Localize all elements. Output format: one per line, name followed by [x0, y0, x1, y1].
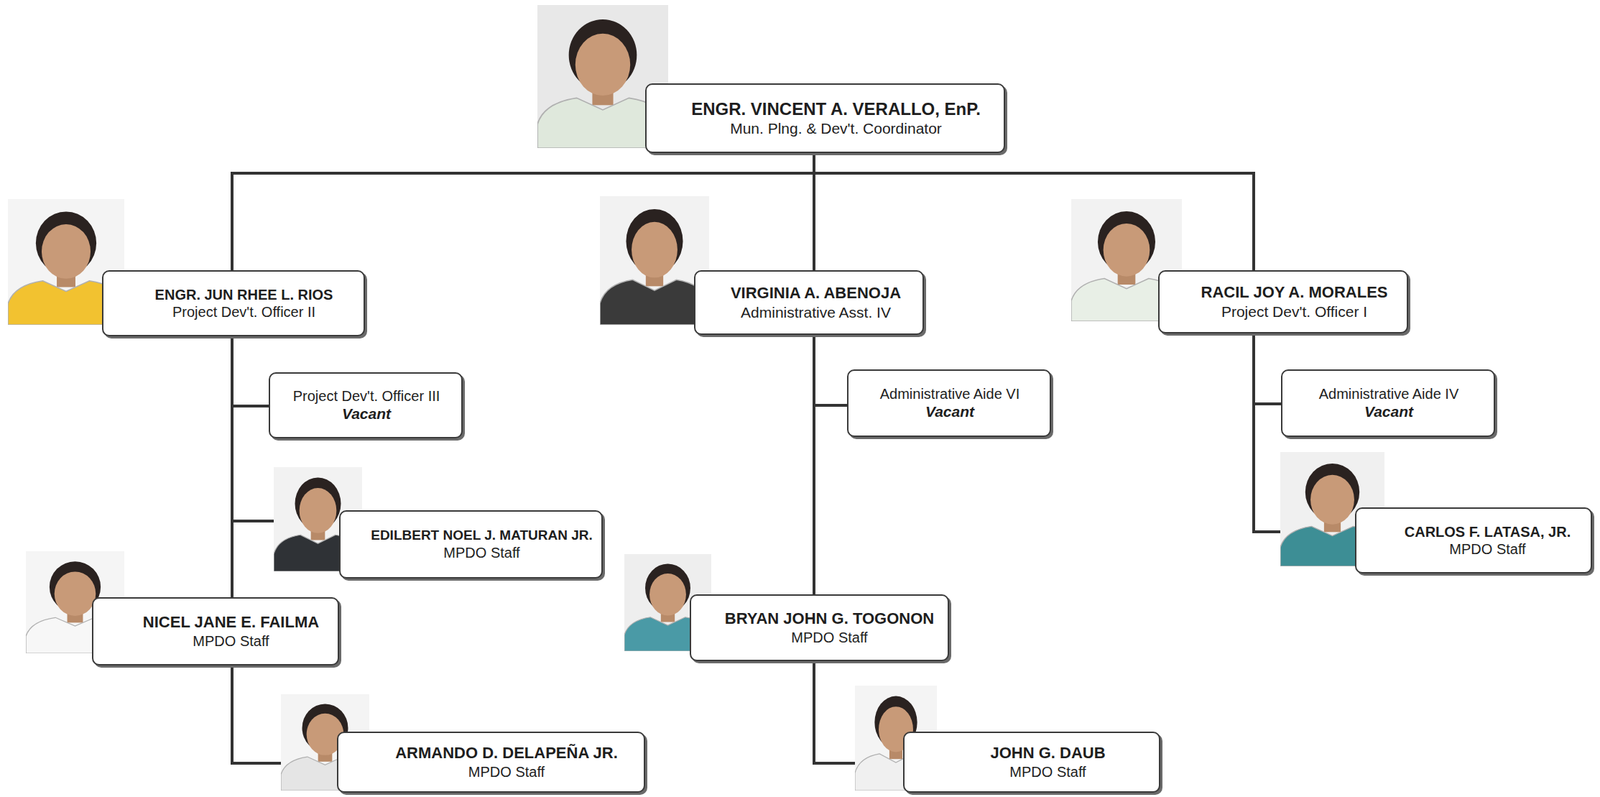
position-title: Project Dev't. Officer III [293, 387, 441, 405]
person-name: ENGR. VINCENT A. VERALLO, EnP. [691, 99, 981, 120]
position-title: MPDO Staff [443, 543, 520, 562]
connector-line [232, 153, 815, 271]
staff-box: JOHN G. DAUBMPDO Staff [903, 731, 1161, 793]
staff-box: VIRGINIA A. ABENOJAAdministrative Asst. … [694, 270, 924, 335]
connector-line [814, 334, 848, 406]
vacancy-status: Vacant [341, 404, 391, 423]
connector-line [230, 336, 234, 598]
portrait-photo [599, 196, 710, 325]
position-title: Project Dev't. Officer I [1221, 302, 1368, 321]
staff-box: NICEL JANE E. FAILMAMPDO Staff [91, 597, 340, 666]
staff-box: ENGR. VINCENT A. VERALLO, EnP.Mun. Plng.… [645, 83, 1006, 154]
staff-box: BRYAN JOHN G. TOGONONMPDO Staff [689, 594, 950, 661]
person-name: JOHN G. DAUB [990, 743, 1105, 763]
person-name: CARLOS F. LATASA, JR. [1404, 523, 1571, 541]
person-name: ARMANDO D. DELAPEÑA JR. [395, 743, 618, 763]
staff-box: CARLOS F. LATASA, JR.MPDO Staff [1355, 507, 1593, 574]
vacant-position-box: Project Dev't. Officer IIIVacant [268, 372, 463, 439]
position-title: MPDO Staff [1009, 762, 1086, 781]
person-name: VIRGINIA A. ABENOJA [730, 283, 901, 303]
connector-line [814, 153, 1254, 271]
staff-box: ENGR. JUN RHEE L. RIOSProject Dev't. Off… [102, 270, 365, 337]
person-name: ENGR. JUN RHEE L. RIOS [155, 285, 334, 304]
position-title: Administrative Aide IV [1319, 385, 1460, 403]
person-name: NICEL JANE E. FAILMA [142, 612, 319, 632]
staff-box: EDILBERT NOEL J. MATURAN JR.MPDO Staff [339, 510, 603, 579]
vacancy-status: Vacant [925, 402, 975, 421]
staff-box: RACIL JOY A. MORALESProject Dev't. Offic… [1158, 270, 1409, 334]
connector-line [232, 336, 269, 406]
staff-box: ARMANDO D. DELAPEÑA JR.MPDO Staff [336, 731, 646, 793]
vacancy-status: Vacant [1364, 402, 1414, 421]
position-title: Mun. Plng. & Dev't. Coordinator [729, 119, 942, 138]
person-name: BRYAN JOHN G. TOGONON [724, 609, 934, 628]
position-title: MPDO Staff [791, 628, 868, 646]
position-title: MPDO Staff [1449, 540, 1526, 558]
connector-line [812, 334, 816, 595]
vacant-position-box: Administrative Aide IVVacant [1281, 369, 1496, 437]
person-name: RACIL JOY A. MORALES [1201, 283, 1389, 302]
position-title: Project Dev't. Officer II [172, 303, 316, 321]
position-title: Administrative Asst. IV [740, 303, 891, 322]
position-title: Administrative Aide VI [880, 385, 1021, 403]
person-name: EDILBERT NOEL J. MATURAN JR. [370, 527, 593, 544]
connector-line [1253, 333, 1282, 404]
position-title: MPDO Staff [468, 762, 545, 781]
vacant-position-box: Administrative Aide VIVacant [847, 369, 1052, 437]
position-title: MPDO Staff [192, 632, 269, 650]
